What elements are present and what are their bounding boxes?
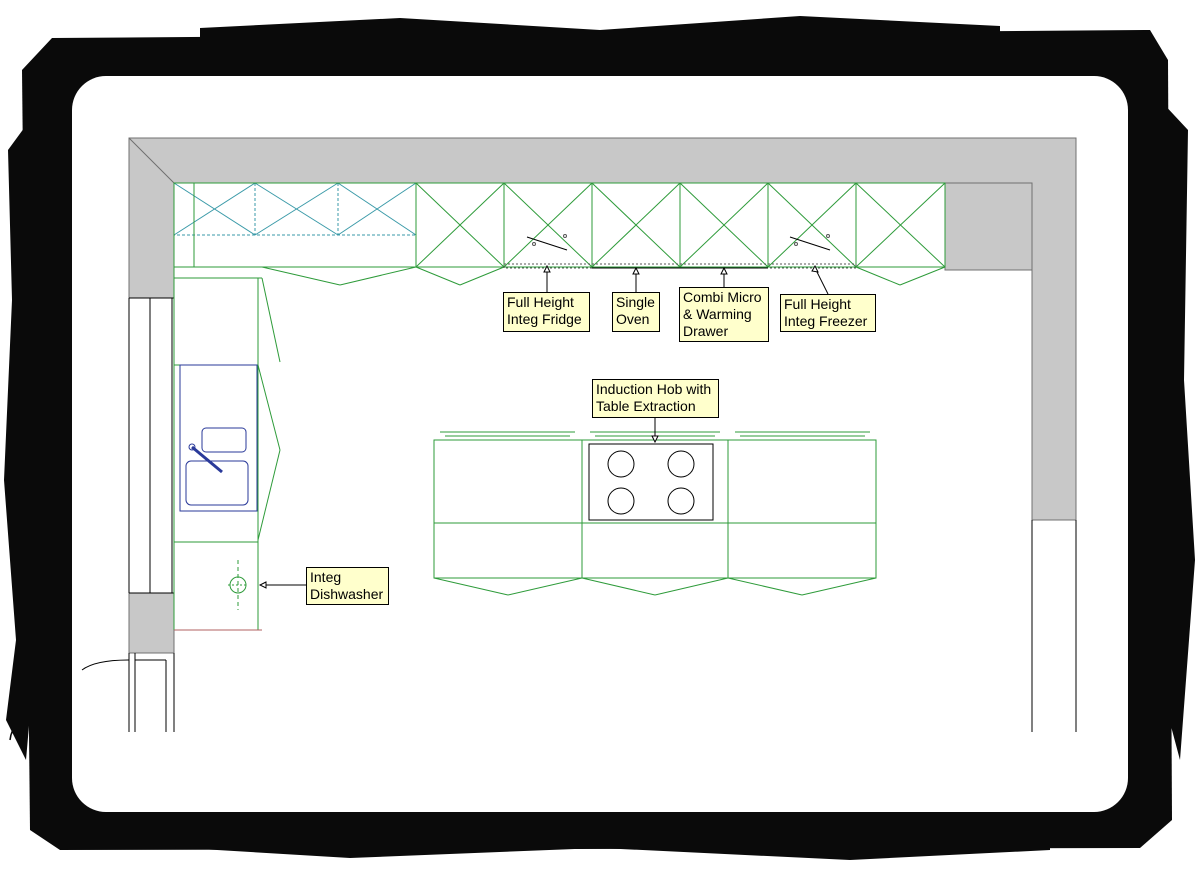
label-hob: Induction Hob with Table Extraction	[592, 379, 719, 418]
walls	[128, 137, 1077, 654]
door-frame	[81, 520, 1077, 732]
window	[128, 297, 174, 594]
label-fridge: Full Height Integ Fridge	[503, 292, 590, 332]
induction-hob	[588, 443, 714, 521]
base-units-back-wall	[173, 182, 946, 286]
label-dishwasher: Integ Dishwasher	[306, 567, 389, 605]
appliance-fronts	[503, 234, 857, 269]
label-freezer: Full Height Integ Freezer	[780, 294, 876, 332]
dishwasher	[228, 560, 248, 610]
label-oven: Single Oven	[612, 292, 660, 332]
base-units-left-wall	[173, 267, 281, 631]
label-micro: Combi Micro & Warming Drawer	[679, 287, 769, 342]
leader-lines	[258, 264, 829, 589]
sink	[179, 364, 258, 512]
